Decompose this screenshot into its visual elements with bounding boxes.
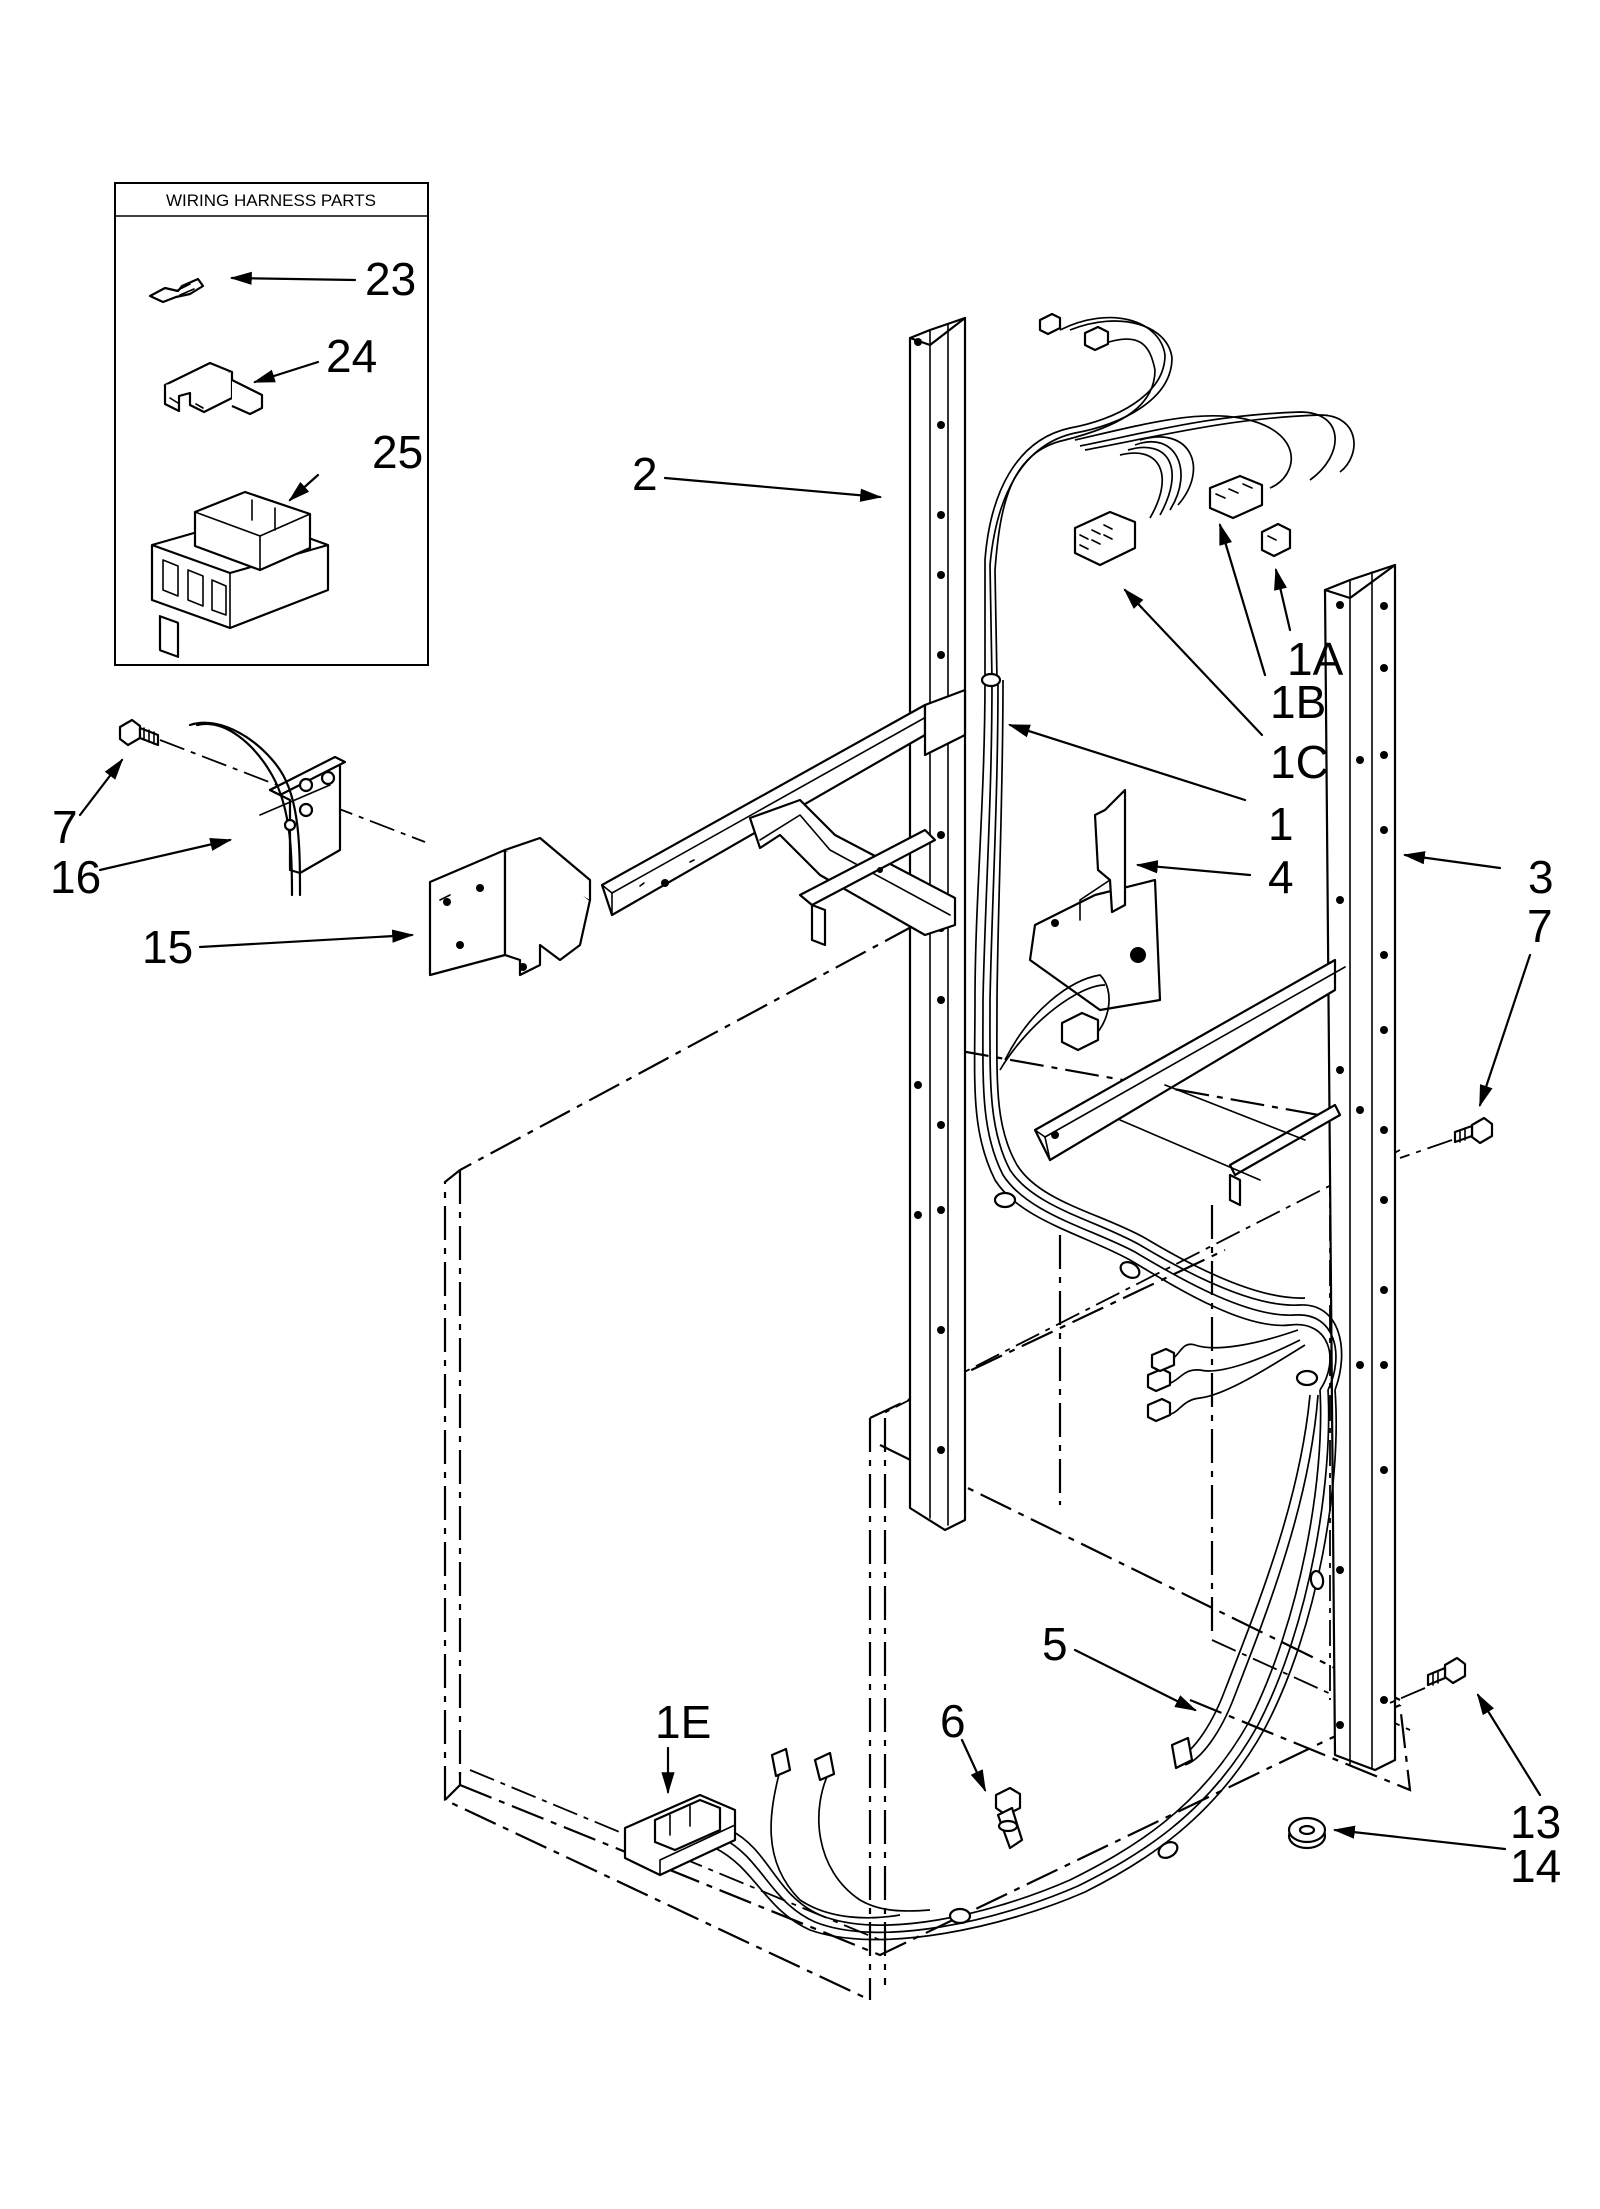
arrow-25 (288, 473, 320, 502)
terminal-block-16 (188, 721, 347, 897)
clip-part-icon (163, 361, 264, 416)
harness-tie-5 (1309, 1569, 1325, 1591)
angled-brace (748, 798, 957, 947)
callout-24: 24 (326, 330, 377, 382)
connector-1a (1260, 522, 1292, 558)
connector-side-3 (1150, 1347, 1176, 1373)
upright-holes-right (1336, 601, 1388, 1729)
arrow-15 (198, 929, 415, 949)
connector-1c (1073, 510, 1137, 567)
callout-16: 16 (50, 851, 101, 903)
screw-centerline-right (1399, 1139, 1453, 1159)
wire-clip-6 (994, 1786, 1024, 1850)
harness-tie-6 (1157, 1841, 1179, 1859)
harness-lower-branch (770, 1747, 931, 1919)
cabinet-outline (443, 924, 1412, 2001)
callout-7-left: 7 (52, 801, 78, 853)
connector-small-top-2 (1083, 325, 1110, 352)
screw-13 (1426, 1656, 1467, 1687)
left-cross-brace (600, 688, 967, 917)
harness-tie-7 (948, 1907, 972, 1925)
arrow-13 (1476, 1693, 1542, 1797)
right-upright-bracket (1323, 563, 1397, 1772)
callout-25: 25 (372, 426, 423, 478)
arrow-7-right (1478, 953, 1532, 1108)
callout-1: 1 (1268, 798, 1294, 850)
arrow-1c (1123, 588, 1264, 737)
screw-7-left (118, 718, 160, 747)
arrow-1 (1007, 723, 1247, 802)
connector-housing-part-icon (150, 490, 330, 658)
arrow-14 (1332, 1825, 1507, 1851)
callout-4: 4 (1268, 851, 1294, 903)
callout-arrows (78, 476, 1542, 1851)
callout-2: 2 (632, 448, 658, 500)
terminal-part-icon (148, 277, 205, 304)
callout-1b: 1B (1270, 676, 1326, 728)
connector-side-1 (1146, 1367, 1172, 1393)
connector-1b (1208, 474, 1264, 520)
arrow-7-left (78, 758, 124, 817)
callout-7-right: 7 (1527, 900, 1553, 952)
wiring-harness-parts-inset: WIRING HARNESS PARTS 23 24 (114, 182, 429, 666)
arrow-1b (1218, 522, 1267, 677)
arrow-4 (1135, 860, 1252, 877)
arrow-23 (229, 271, 357, 285)
connector-1e (623, 1793, 737, 1877)
callout-1e: 1E (655, 1696, 711, 1748)
callout-13: 13 (1510, 1796, 1561, 1848)
bracket-15 (428, 836, 592, 977)
callout-23: 23 (365, 253, 416, 305)
callout-1c: 1C (1270, 736, 1329, 788)
callout-6: 6 (940, 1695, 966, 1747)
callout-1a: 1A (1287, 633, 1344, 685)
harness-tie-3 (1119, 1261, 1141, 1279)
inset-title: WIRING HARNESS PARTS (166, 191, 376, 210)
harness-tie-1 (980, 672, 1002, 688)
mounting-bracket-4 (1028, 788, 1162, 1012)
arrow-5 (1073, 1648, 1197, 1712)
harness-tie-2 (993, 1191, 1017, 1209)
arrow-3 (1402, 851, 1502, 870)
connector-side-2 (1146, 1397, 1172, 1423)
callout-3: 3 (1528, 851, 1554, 903)
wiring-harness-main (714, 312, 1355, 1941)
screw-13-centerline (1384, 1687, 1426, 1706)
right-cross-brace (1033, 958, 1346, 1207)
connector-small-top-1 (1038, 312, 1062, 336)
arrow-16 (98, 838, 233, 872)
screw-7-right (1453, 1116, 1494, 1145)
callout-labels: 2 1A 1B 1C 1 4 3 7 7 16 15 5 6 1E 13 14 (50, 448, 1561, 1892)
arrow-2 (663, 476, 883, 502)
arrow-6 (960, 1738, 987, 1792)
arrow-1a (1274, 567, 1292, 632)
nut-14 (1287, 1816, 1327, 1850)
callout-14: 14 (1510, 1840, 1561, 1892)
harness-tie-4 (1295, 1369, 1319, 1387)
arrow-24 (252, 360, 320, 384)
callout-5: 5 (1042, 1618, 1068, 1670)
callout-15: 15 (142, 921, 193, 973)
